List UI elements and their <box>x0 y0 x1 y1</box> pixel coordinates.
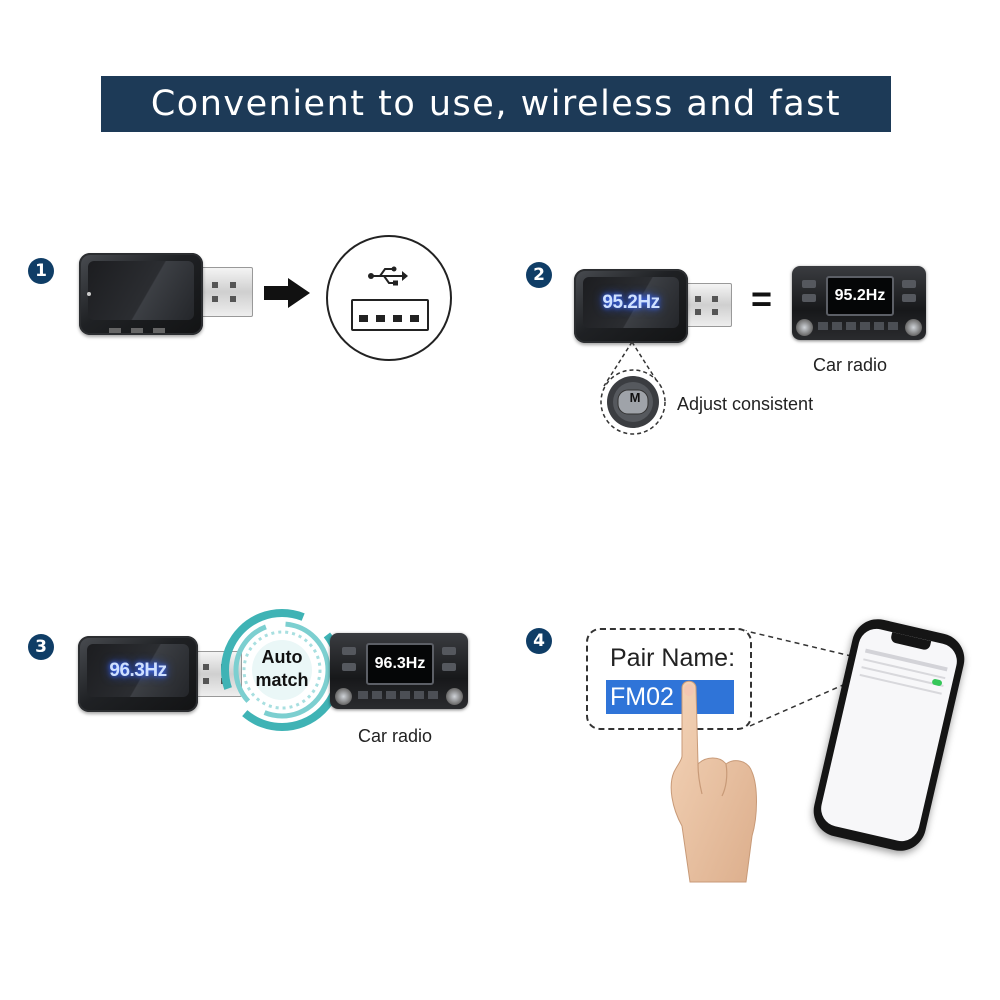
banner-title: Convenient to use, wireless and fast <box>150 84 842 124</box>
usb-port-icon <box>351 299 429 331</box>
m-button-label: M <box>629 390 641 405</box>
transmitter-frequency: 95.2Hz <box>602 292 660 313</box>
callout-lines <box>741 629 869 727</box>
step-3-number: 3 <box>35 636 47 657</box>
equals-sign: = <box>751 278 773 319</box>
fm-transmitter-step2: 95.2Hz <box>574 269 732 343</box>
phone-notch <box>889 632 932 651</box>
adjust-caption: Adjust consistent <box>677 394 814 414</box>
transmitter-body: 96.3Hz <box>78 636 198 712</box>
step-2-number: 2 <box>533 264 545 285</box>
transmitter-body <box>79 253 203 335</box>
step-2-badge: 2 <box>526 262 552 288</box>
pair-name-highlight[interactable]: FM02 <box>606 680 734 714</box>
auto-match-line1: Auto <box>261 647 303 667</box>
fm-transmitter-step3: 96.3Hz <box>78 636 248 712</box>
usb-plug <box>192 651 242 697</box>
radio-display: 95.2Hz <box>826 276 894 316</box>
pair-name-label: Pair Name: <box>610 644 736 672</box>
pair-name-value: FM02 <box>610 683 674 711</box>
fm-transmitter-step1 <box>79 253 254 335</box>
radio-knob <box>335 688 352 705</box>
zoom-callout <box>600 341 666 435</box>
radio-knob <box>796 319 813 336</box>
pair-name-callout: Pair Name: FM02 <box>586 628 752 730</box>
car-radio-caption: Car radio <box>358 726 433 746</box>
auto-match-label: Auto match <box>250 646 314 692</box>
radio-knob <box>905 319 922 336</box>
pointing-hand <box>670 680 757 883</box>
car-radio-step3: 96.3Hz <box>330 633 468 709</box>
radio-display: 96.3Hz <box>366 643 434 685</box>
usb-plug <box>199 267 253 317</box>
step-4-number: 4 <box>533 630 545 651</box>
toggle-icon <box>931 678 943 687</box>
step-1-badge: 1 <box>28 258 54 284</box>
usb-plug <box>684 283 732 327</box>
usb-symbol-icon <box>368 266 408 286</box>
usb-port-circle <box>326 235 452 361</box>
title-banner: Convenient to use, wireless and fast <box>101 76 891 132</box>
transmitter-body: 95.2Hz <box>574 269 688 343</box>
step-3-badge: 3 <box>28 634 54 660</box>
step-4-badge: 4 <box>526 628 552 654</box>
auto-match-line2: match <box>255 670 309 690</box>
car-radio-step2: 95.2Hz <box>792 266 926 340</box>
arrow-right-icon <box>264 278 310 308</box>
auto-match-rings <box>221 609 343 731</box>
car-radio-caption: Car radio <box>813 355 888 375</box>
transmitter-frequency: 96.3Hz <box>109 660 167 681</box>
radio-knob <box>446 688 463 705</box>
step-1-number: 1 <box>35 260 47 281</box>
